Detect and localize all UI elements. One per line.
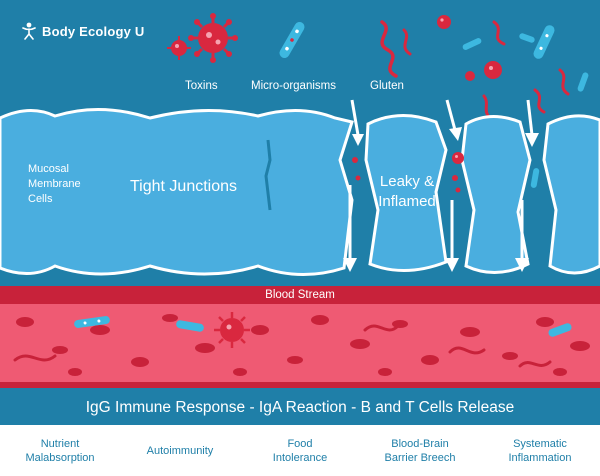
label-leaky-inflamed: Leaky & Inflamed xyxy=(378,173,436,210)
brand[interactable]: Body Ecology U xyxy=(22,22,144,40)
leak-particles xyxy=(352,152,540,193)
membrane-cell-block-left xyxy=(0,108,354,276)
red-blood-cells xyxy=(16,314,590,376)
blood-microbe-icons xyxy=(74,316,572,337)
tight-junction-mark xyxy=(264,139,272,211)
toxin-icon xyxy=(188,13,238,63)
label-mucosal-membrane-cells: Mucosal Membrane Cells xyxy=(28,163,81,205)
blood-gluten-strands xyxy=(13,324,552,368)
label-tight-junctions: Tight Junctions xyxy=(130,178,238,195)
label-gluten: Gluten xyxy=(370,80,404,92)
effect-food-intolerance: Food Intolerance xyxy=(272,437,328,464)
membrane-cell-leaky-1 xyxy=(364,113,448,273)
immune-response-title: IgG Immune Response - IgA Reaction - B a… xyxy=(85,399,515,416)
blood-stream-header xyxy=(0,286,600,304)
effect-blood-brain-barrier-breech: Blood-Brain Barrier Breech xyxy=(384,437,456,464)
microbe-icon xyxy=(279,22,305,58)
leak-arrows xyxy=(343,99,539,272)
toxin-icon-cluster xyxy=(437,15,502,81)
label-micro-organisms: Micro-organisms xyxy=(251,80,336,92)
microbe-icon-cluster xyxy=(462,25,589,92)
effects-bar: Nutrient Malabsorption Autoimmunity Food… xyxy=(0,425,600,476)
person-figure-icon xyxy=(22,22,36,40)
brand-name: Body Ecology U xyxy=(42,23,145,39)
label-blood-stream: Blood Stream xyxy=(265,289,335,301)
blood-toxin-icon xyxy=(214,312,250,348)
effect-autoimmunity: Autoimmunity xyxy=(146,444,214,457)
effect-systematic-inflammation: Systematic Inflammation xyxy=(508,437,572,464)
label-toxins: Toxins xyxy=(185,80,218,92)
toxin-icon-small xyxy=(167,36,191,60)
gluten-strand-icon xyxy=(380,20,412,78)
effect-nutrient-malabsorption: Nutrient Malabsorption xyxy=(25,437,95,464)
blood-vessel xyxy=(0,304,600,382)
membrane-cell-leaky-2 xyxy=(460,115,532,275)
